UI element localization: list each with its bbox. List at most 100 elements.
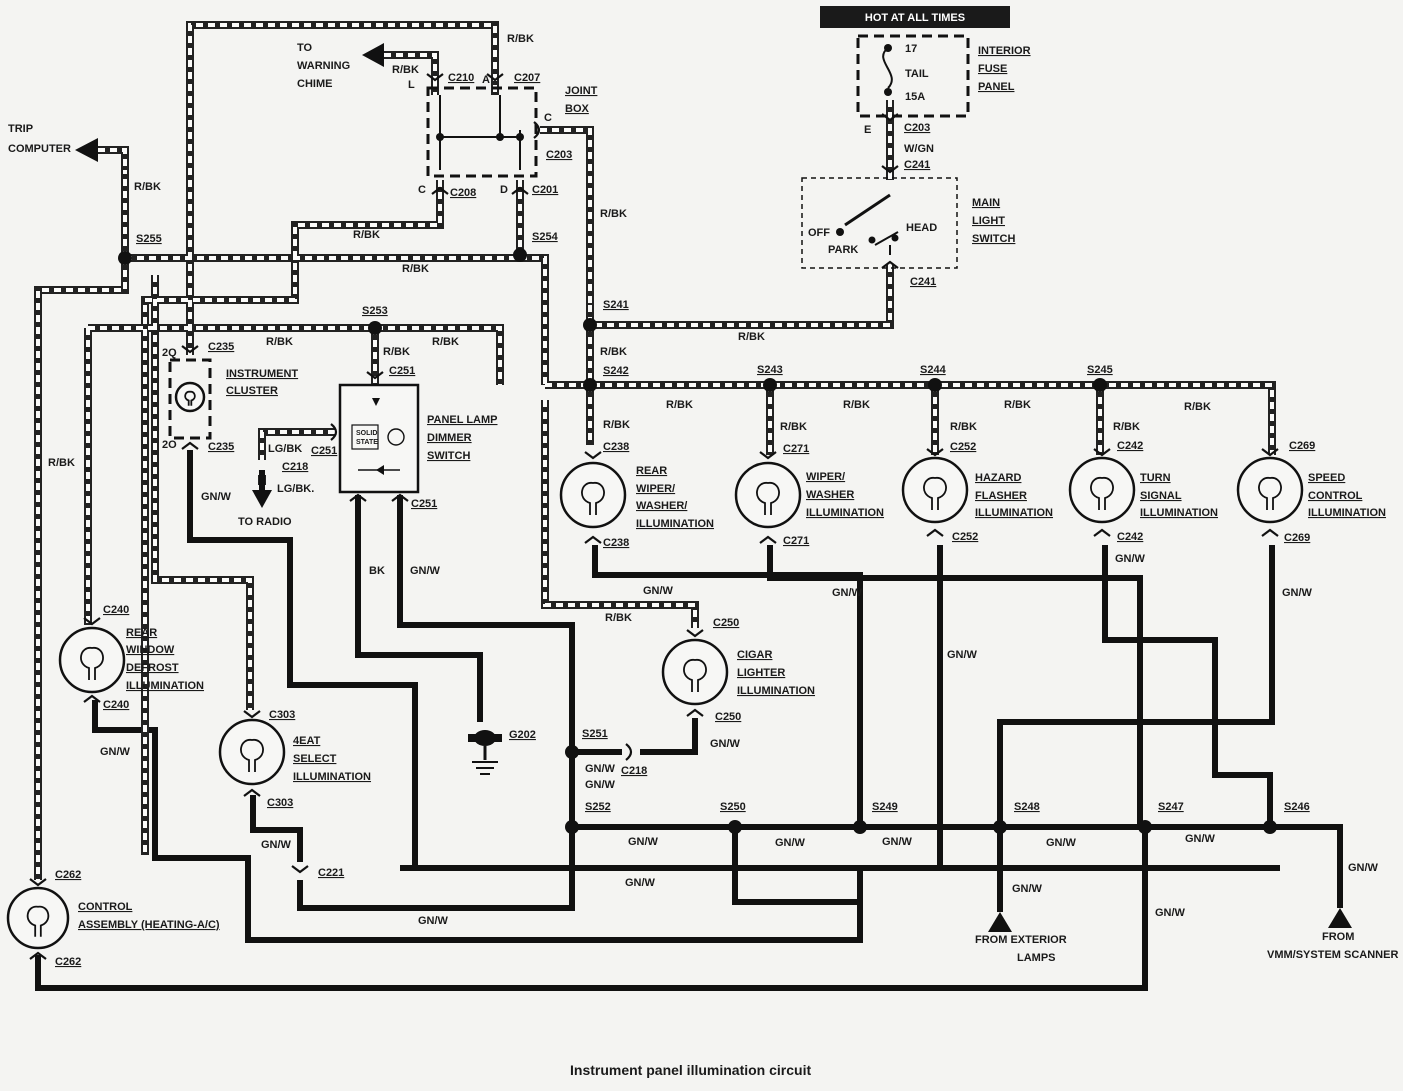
connector-mark	[243, 710, 261, 719]
fuse-15a-icon	[882, 47, 893, 89]
splice-s249	[853, 820, 867, 834]
fuse-panel-label-3: PANEL	[978, 81, 1015, 93]
pin-2o: 2O	[162, 439, 177, 451]
s251-label: S251	[582, 728, 608, 740]
r-bk-wiper: R/BK	[780, 421, 807, 433]
dimmer-label-2: DIMMER	[427, 432, 472, 444]
connector-mark	[926, 448, 944, 457]
splice-s245	[1093, 378, 1107, 392]
c271-top: C271	[783, 443, 809, 455]
instrument-cluster-bulb	[174, 381, 206, 413]
gn-w-bus-4: GN/W	[1046, 837, 1077, 849]
speed-control-label-1: SPEED	[1308, 472, 1345, 484]
connector-mark	[29, 951, 47, 960]
splice-s244	[928, 378, 942, 392]
gn-w-s252-down: GN/W	[585, 779, 616, 791]
r-bk-s241: R/BK	[738, 331, 765, 343]
dimmer-label-1: PANEL LAMP	[427, 414, 498, 426]
pin-l: L	[408, 79, 415, 91]
hot-at-all-times-label: HOT AT ALL TIMES	[865, 12, 965, 24]
r-bk-trip: R/BK	[134, 181, 161, 193]
c269-bottom: C269	[1284, 532, 1310, 544]
turn-signal-bulb	[1068, 456, 1136, 524]
s252-label: S252	[585, 801, 611, 813]
from-exterior-2: LAMPS	[1017, 952, 1056, 964]
speed-control-label-3: ILLUMINATION	[1308, 507, 1386, 519]
connector-mark	[625, 743, 633, 761]
s242-label: S242	[603, 365, 629, 377]
r-bk-rear-wiper: R/BK	[603, 419, 630, 431]
cigar-label-1: CIGAR	[737, 649, 773, 661]
fuse-panel-label-2: FUSE	[978, 63, 1007, 75]
r-bk-left: R/BK	[48, 457, 75, 469]
wiper-washer-label-1: WIPER/	[806, 471, 845, 483]
from-vmm-2: VMM/SYSTEM SCANNER	[1267, 949, 1398, 961]
connector-mark	[686, 708, 704, 717]
switch-park: PARK	[828, 244, 858, 256]
s253-label: S253	[362, 305, 388, 317]
control-assembly-bulb	[6, 886, 70, 950]
c221-label: C221	[318, 867, 344, 879]
gn-w-bus-3: GN/W	[882, 836, 913, 848]
gn-w-defrost: GN/W	[100, 746, 131, 758]
labels: HOT AT ALL TIMES 17 TAIL 15A INTERIOR FU…	[8, 12, 1398, 1078]
gn-w-speed: GN/W	[1282, 587, 1313, 599]
from-exterior-1: FROM EXTERIOR	[975, 934, 1067, 946]
fuse-amps: 15A	[905, 91, 925, 103]
joint-box-label-2: BOX	[565, 103, 590, 115]
from-exterior-lamps-arrow	[988, 912, 1012, 932]
gn-w-bus-5: GN/W	[1185, 833, 1216, 845]
c203-joint: C203	[546, 149, 572, 161]
speed-control-label-2: CONTROL	[1308, 490, 1363, 502]
turn-signal-label-1: TURN	[1140, 472, 1171, 484]
s244-label: S244	[920, 364, 947, 376]
wiper-washer-label-2: WASHER	[806, 489, 854, 501]
rear-defrost-label-1: REAR	[126, 627, 157, 639]
connector-mark	[366, 371, 384, 380]
connector-mark	[486, 73, 504, 82]
splice-s254	[513, 248, 527, 262]
gn-w-bottom-2: GN/W	[625, 877, 656, 889]
gn-w-eat: GN/W	[261, 839, 292, 851]
s247-label: S247	[1158, 801, 1184, 813]
connector-mark	[349, 493, 367, 502]
connector-mark	[291, 865, 309, 874]
c250-bottom: C250	[715, 711, 741, 723]
to-radio-label: TO RADIO	[238, 516, 292, 528]
connector-mark	[511, 186, 529, 195]
r-bk-top: R/BK	[507, 33, 534, 45]
splice-s247	[1138, 820, 1152, 834]
connector-mark	[1093, 528, 1111, 537]
pin-c-right: C	[544, 112, 552, 124]
c203-fuse: C203	[904, 122, 930, 134]
s255-label: S255	[136, 233, 162, 245]
connector-mark	[759, 451, 777, 460]
connector-mark	[1093, 448, 1111, 457]
splice-s242	[583, 378, 597, 392]
r-bk-s253-down: R/BK	[383, 346, 410, 358]
splice-s252	[565, 820, 579, 834]
rear-wiper-label-4: ILLUMINATION	[636, 518, 714, 530]
r-bk-bus-3: R/BK	[1004, 399, 1031, 411]
diagram-caption: Instrument panel illumination circuit	[570, 1062, 811, 1078]
c303-top: C303	[269, 709, 295, 721]
rear-defrost-label-4: ILLUMINATION	[126, 680, 204, 692]
gn-w-vmm: GN/W	[1348, 862, 1379, 874]
bk-label: BK	[369, 565, 385, 577]
c303-bottom: C303	[267, 797, 293, 809]
to-warning-chime-1: TO	[297, 42, 313, 54]
connector-mark	[83, 694, 101, 703]
connector-mark	[243, 788, 261, 797]
c271-bottom: C271	[783, 535, 809, 547]
connector-mark	[881, 165, 899, 174]
connector-mark	[330, 423, 338, 441]
connector-mark	[533, 121, 541, 139]
joint-box-label-1: JOINT	[565, 85, 598, 97]
components	[168, 6, 1010, 775]
wiper-washer-label-3: ILLUMINATION	[806, 507, 884, 519]
splice-s248	[993, 820, 1007, 834]
cigar-label-3: ILLUMINATION	[737, 685, 815, 697]
control-assembly-label-1: CONTROL	[78, 901, 133, 913]
c252-bottom: C252	[952, 531, 978, 543]
